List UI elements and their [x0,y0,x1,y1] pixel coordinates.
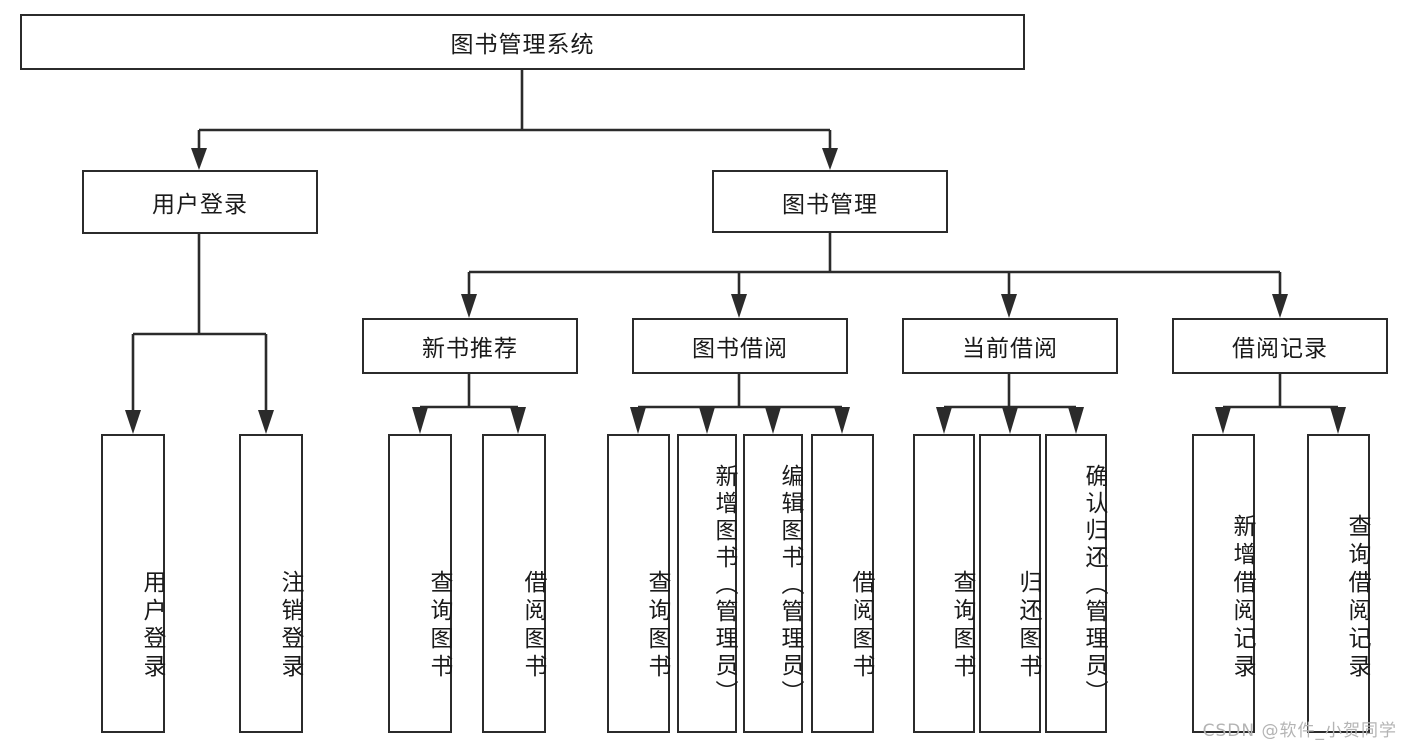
node-label: 编辑图书（管理员） [777,464,803,707]
leaf-user-login[interactable]: 用户登录 [101,434,165,733]
node-label: 当前借阅 [962,336,1058,362]
leaf-borrow-edit-book[interactable]: 编辑图书（管理员） [743,434,803,733]
node-label: 查询借阅记录 [1344,513,1370,682]
leaf-current-return-book[interactable]: 归还图书 [979,434,1041,733]
node-label: 图书管理 [782,191,878,218]
node-user-login[interactable]: 用户登录 [82,170,318,234]
node-label: 新增借阅记录 [1229,513,1255,682]
node-label: 确认归还（管理员） [1081,464,1107,707]
node-label: 查询图书 [426,570,452,682]
leaf-recommend-borrow-book[interactable]: 借阅图书 [482,434,546,733]
node-label: 查询图书 [644,570,670,682]
leaf-recommend-query-book[interactable]: 查询图书 [388,434,452,733]
leaf-record-add-record[interactable]: 新增借阅记录 [1192,434,1255,733]
node-new-book-recommend[interactable]: 新书推荐 [362,318,578,374]
node-label: 借阅图书 [520,570,546,682]
node-label: 借阅记录 [1232,336,1328,362]
leaf-borrow-borrow-book[interactable]: 借阅图书 [811,434,874,733]
node-root-system[interactable]: 图书管理系统 [20,14,1025,70]
node-label: 用户登录 [152,192,248,218]
node-label: 查询图书 [949,570,975,682]
node-book-management[interactable]: 图书管理 [712,170,948,233]
leaf-borrow-query-book[interactable]: 查询图书 [607,434,670,733]
node-label: 借阅图书 [848,570,874,682]
node-current-borrow[interactable]: 当前借阅 [902,318,1118,374]
node-label: 新增图书（管理员） [711,464,737,707]
node-label: 图书借阅 [692,336,788,362]
leaf-user-logout[interactable]: 注销登录 [239,434,303,733]
node-label: 注销登录 [277,570,303,682]
node-label: 图书管理系统 [450,32,595,58]
leaf-borrow-add-book[interactable]: 新增图书（管理员） [677,434,737,733]
leaf-current-query-book[interactable]: 查询图书 [913,434,975,733]
node-book-borrow[interactable]: 图书借阅 [632,318,848,374]
node-label: 用户登录 [139,570,165,682]
node-label: 归还图书 [1015,570,1041,682]
node-borrow-record[interactable]: 借阅记录 [1172,318,1388,374]
node-label: 新书推荐 [422,336,518,362]
leaf-current-confirm-return[interactable]: 确认归还（管理员） [1045,434,1107,733]
leaf-record-query-record[interactable]: 查询借阅记录 [1307,434,1370,733]
